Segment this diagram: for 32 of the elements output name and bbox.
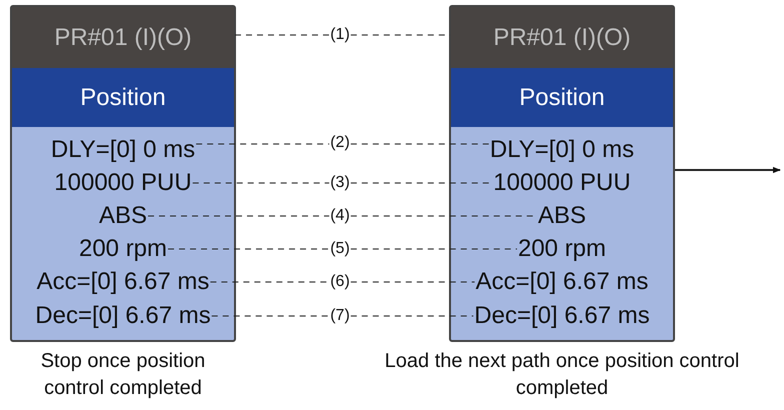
callout-number: (3)	[330, 174, 350, 192]
leader-line	[192, 182, 330, 184]
callout-number: (6)	[330, 273, 350, 291]
leader-line	[350, 248, 518, 250]
parameter-text: DLY=[0] 0 ms	[490, 136, 634, 164]
callout-number: (5)	[330, 240, 350, 258]
parameter-text: Dec=[0] 6.67 ms	[474, 302, 650, 330]
parameter-card	[449, 5, 675, 342]
mode-band: Position	[451, 68, 673, 127]
header-band: PR#01 (I)(O)	[451, 7, 673, 68]
arrow	[675, 166, 781, 174]
caption-text: Load the next path once position control completed	[384, 349, 740, 401]
callout-number: (1)	[330, 26, 350, 44]
parameter-text: Dec=[0] 6.67 ms	[35, 302, 211, 330]
parameter-text: 200 rpm	[518, 235, 606, 263]
parameter-text: 100000 PUU	[54, 169, 192, 197]
parameter-text: Acc=[0] 6.67 ms	[36, 268, 210, 296]
parameter-text: 100000 PUU	[493, 169, 631, 197]
parameter-text: DLY=[0] 0 ms	[50, 136, 196, 164]
parameter-card	[10, 5, 236, 342]
parameter-text: 200 rpm	[78, 235, 168, 263]
mode-band: Position	[12, 68, 234, 127]
parameter-text: Acc=[0] 6.67 ms	[476, 268, 648, 296]
callout-number: (4)	[330, 207, 350, 225]
header-band: PR#01 (I)(O)	[12, 7, 234, 68]
leader-line	[234, 34, 330, 36]
callout-number: (2)	[330, 134, 350, 152]
parameter-text: ABS	[538, 202, 586, 230]
leader-line	[168, 248, 330, 250]
callout-number: (7)	[330, 307, 350, 325]
caption-text: Stop once position control completed	[40, 349, 206, 401]
parameter-text: ABS	[98, 202, 148, 230]
